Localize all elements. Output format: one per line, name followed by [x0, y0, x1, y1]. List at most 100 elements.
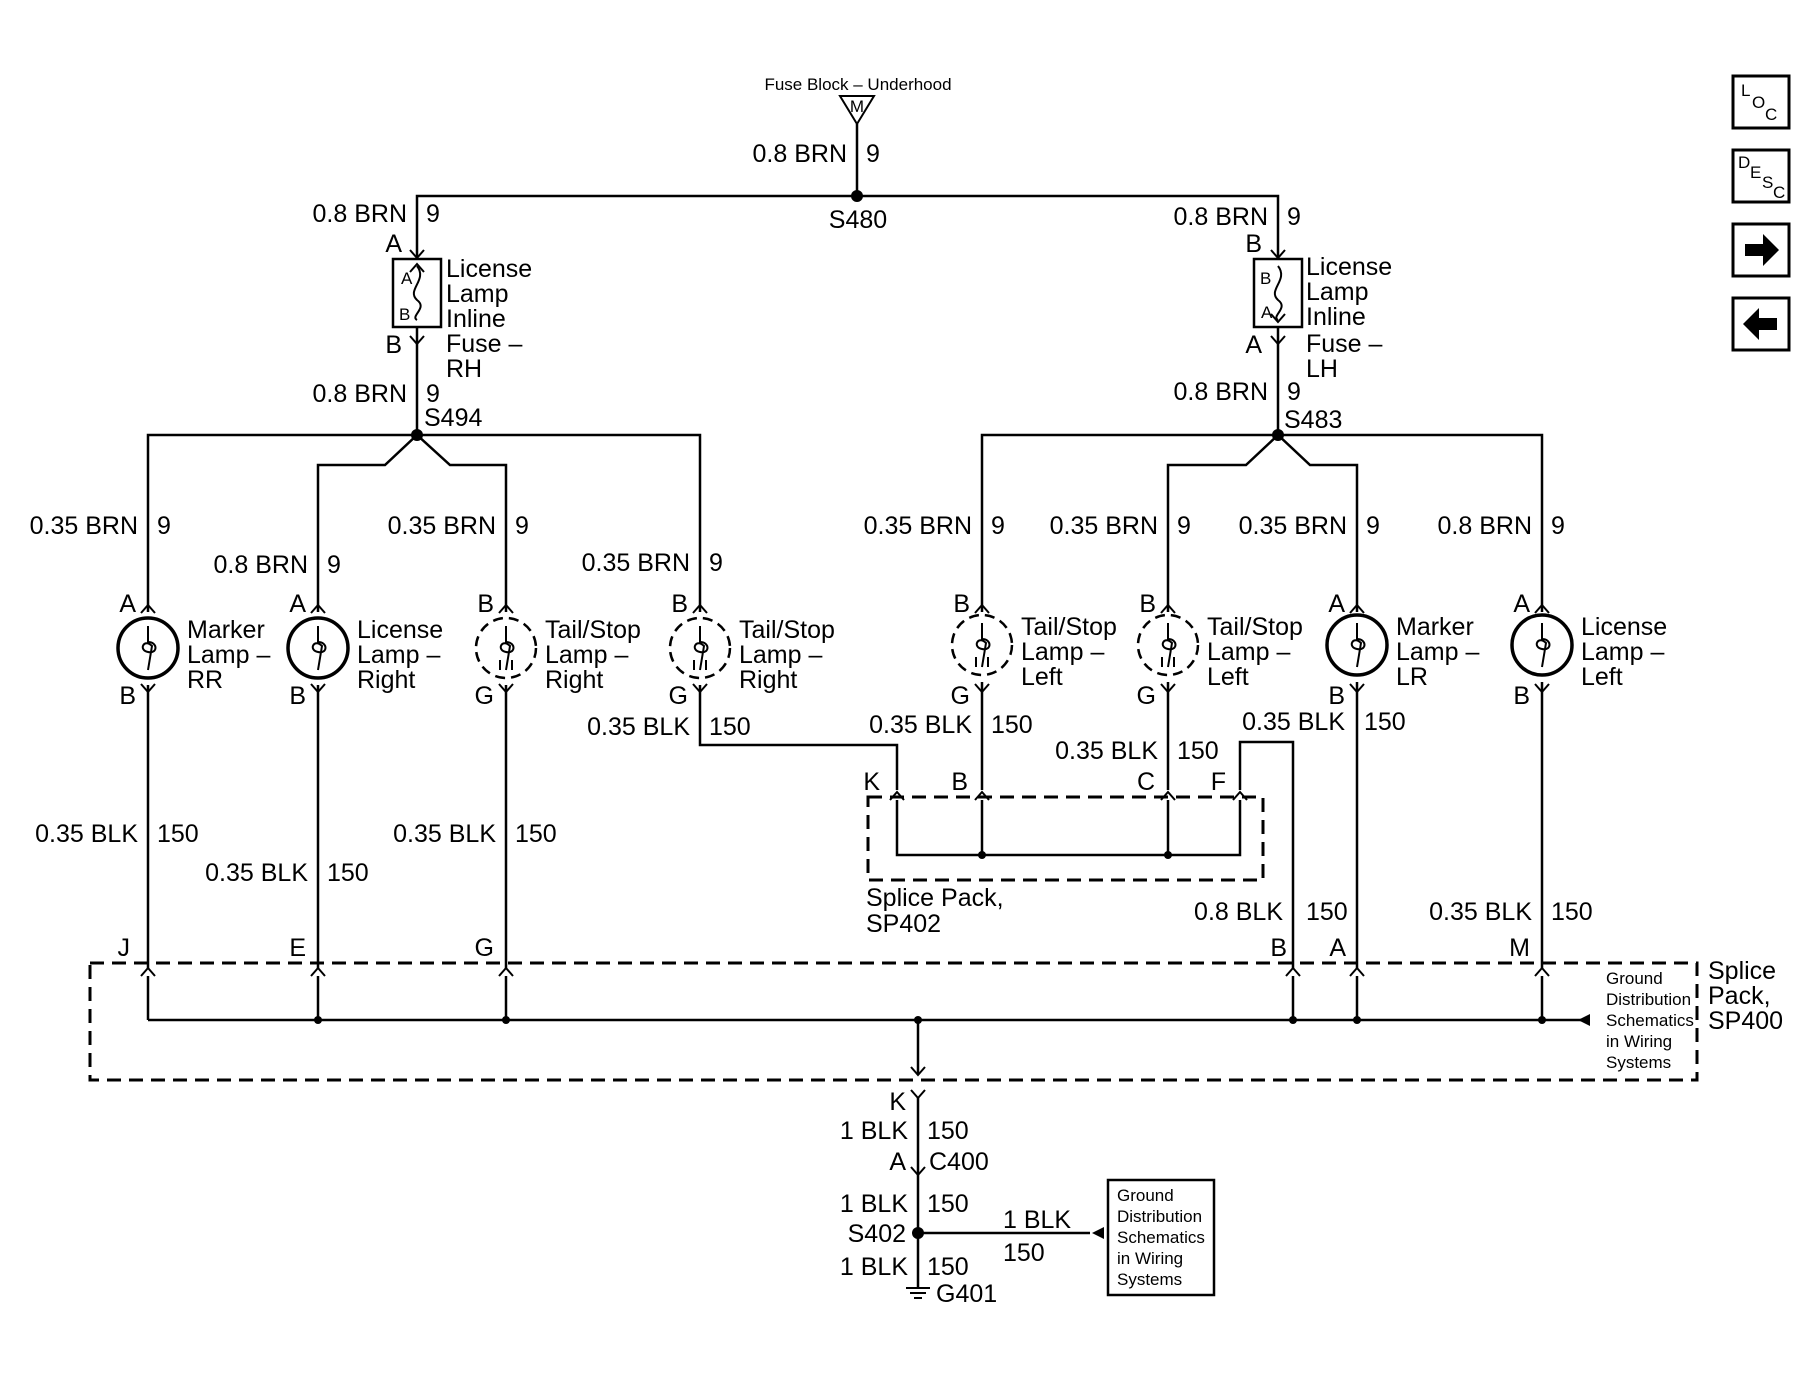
sp402-label-2: SP402 — [866, 910, 941, 938]
lamp-top-pin: B — [1139, 590, 1156, 618]
lamp-filament-icon — [693, 626, 709, 671]
wire-license-right-ground-circuit: 150 — [327, 859, 369, 887]
fuse-rh-inner-top: A — [401, 269, 413, 288]
sp402-outline — [866, 795, 1265, 882]
wire-s483-inner-bus — [1166, 433, 1359, 605]
sp400-terminal-g — [498, 966, 514, 977]
wire-s402-g401-circuit: 150 — [927, 1253, 969, 1281]
lamp-bottom-pin: G — [1137, 682, 1156, 710]
wire-rh-fuse-out-gauge: 0.8 BRN — [313, 380, 407, 408]
sp402-terminal-c — [1160, 790, 1176, 801]
fuse-lh-line-5: LH — [1306, 355, 1338, 383]
lamp-dual-filament-icon — [499, 660, 513, 670]
lamp-filament-icon — [1535, 623, 1551, 668]
ground-ref-arrow — [1092, 1227, 1104, 1239]
wire-tail-left-2-ground-circuit: 150 — [1177, 737, 1219, 765]
license-lamp-inline-fuse-rh: A A B B License Lamp Inline Fuse – RH — [385, 230, 532, 383]
splice-pack-sp400: J E G B A M Ground Distribution Schemati… — [88, 934, 1783, 1082]
sp402-pin-b: B — [951, 768, 968, 796]
lamp-label-line: Lamp – — [187, 641, 270, 669]
lamp-bulb-icon — [116, 616, 180, 680]
wire-tail-left-2-gauge: 0.35 BRN — [1050, 512, 1158, 540]
fuse-rh-line-5: RH — [446, 355, 482, 383]
lamp-label-line: Lamp – — [1396, 638, 1479, 666]
wire-rh-fuse-out-circuit: 9 — [426, 380, 440, 408]
wire-sp402-sp400-circuit: 150 — [1306, 898, 1348, 926]
wire-tail-right-1-circuit: 9 — [515, 512, 529, 540]
wire-sp402-to-sp400 — [1238, 740, 1295, 968]
loc-letter-2: O — [1752, 93, 1765, 112]
sp400-pin-k: K — [889, 1088, 906, 1116]
lamp-label-line: Lamp – — [1021, 638, 1104, 666]
sp400-ground-ref-2: Distribution — [1606, 990, 1691, 1009]
desc-button-frame[interactable] — [1731, 148, 1791, 204]
sp402-label-1: Splice Pack, — [866, 884, 1004, 912]
sp400-terminal-k-out — [910, 1066, 926, 1077]
wire-sp402-sp400-gauge: 0.8 BLK — [1194, 898, 1283, 926]
lower-wire-labels: 0.35 BLK 150 0.35 BLK 150 0.35 BLK 150 0… — [35, 708, 1593, 926]
lamp-label-line: Right — [739, 666, 797, 694]
lamp-label-line: Tail/Stop — [1021, 613, 1117, 641]
lamp-bottom-pin: B — [1328, 682, 1345, 710]
wire-s483-outer-bus — [980, 433, 1544, 605]
sp402-pin-c: C — [1137, 768, 1155, 796]
desc-button[interactable]: D E S C — [1731, 148, 1791, 204]
lamp-label-line: Marker — [1396, 613, 1474, 641]
lamp-bulb-icon — [1325, 613, 1389, 677]
prev-button-frame[interactable] — [1731, 296, 1791, 352]
wire-c400-s402-gauge: 1 BLK — [840, 1190, 908, 1218]
ground-ref-box — [1106, 1178, 1216, 1297]
lamp-filament-icon — [311, 626, 327, 671]
lamp-label-line: Lamp – — [1207, 638, 1290, 666]
lamp-bulb-icon — [286, 616, 350, 680]
lamp-filament-icon — [1161, 623, 1177, 668]
ground-ref-box-1: Ground — [1117, 1186, 1174, 1205]
fuse-block-connector-symbol — [838, 95, 876, 126]
fuse-lh-bottom-pin: A — [1245, 331, 1262, 359]
lamp-top-terminal — [498, 603, 514, 614]
lamp-dual-filament-icon — [693, 660, 707, 670]
sp400-terminal-b — [1285, 966, 1301, 977]
sp402-pin-k: K — [863, 768, 880, 796]
lamp-bottom-pin: G — [669, 682, 688, 710]
wire-marker-rr-ground-gauge: 0.35 BLK — [35, 820, 138, 848]
wire-marker-lr-circuit: 9 — [1366, 512, 1380, 540]
lamp-label-line: Right — [545, 666, 603, 694]
lamp-label-line: Left — [1021, 663, 1063, 691]
next-button[interactable] — [1731, 222, 1791, 278]
wire-marker-rr-ground-circuit: 150 — [157, 820, 199, 848]
sp400-label-3: SP400 — [1708, 1007, 1783, 1035]
loc-button-frame[interactable] — [1731, 74, 1791, 130]
wire-license-left-circuit: 9 — [1551, 512, 1565, 540]
fuse-rh-element — [412, 265, 422, 321]
sp400-node-m — [1538, 1016, 1546, 1024]
fuse-rh-line-3: Inline — [446, 305, 506, 333]
lamp-label-line: RR — [187, 666, 223, 694]
upper-wire-labels: 0.35 BRN 9 0.8 BRN 9 0.35 BRN 9 0.35 BRN… — [30, 512, 1565, 579]
wire-tail-left-2-circuit: 9 — [1177, 512, 1191, 540]
lamp-label-line: License — [1581, 613, 1667, 641]
sp400-pin-b: B — [1270, 934, 1287, 962]
fuse-rh-line-4: Fuse – — [446, 330, 523, 358]
wire-tail-right-1-ground-circuit: 150 — [515, 820, 557, 848]
fuse-block-terminal: M — [850, 97, 864, 116]
wire-rh-fuse-in-circuit: 9 — [426, 200, 440, 228]
wire-license-right-circuit: 9 — [327, 551, 341, 579]
lamp-bulb-icon — [1136, 613, 1200, 677]
ground-ref-box-3: Schematics — [1117, 1228, 1205, 1247]
lamp-bottom-pin: B — [1513, 682, 1530, 710]
lamp-label-line: Lamp – — [357, 641, 440, 669]
sp402-terminal-f — [1232, 790, 1248, 801]
lamp-top-pin: B — [953, 590, 970, 618]
sp400-ground-ref-4: in Wiring — [1606, 1032, 1672, 1051]
fuse-rh-inner-bottom: B — [399, 305, 410, 324]
prev-button[interactable] — [1731, 296, 1791, 352]
loc-button[interactable]: L O C — [1731, 74, 1791, 130]
sp400-terminal-j — [140, 966, 156, 977]
sp400-pin-e: E — [289, 934, 306, 962]
connector-c400-name: C400 — [929, 1148, 989, 1176]
sp400-node-b — [1289, 1016, 1297, 1024]
wire-tail-right-2-circuit: 9 — [709, 549, 723, 577]
